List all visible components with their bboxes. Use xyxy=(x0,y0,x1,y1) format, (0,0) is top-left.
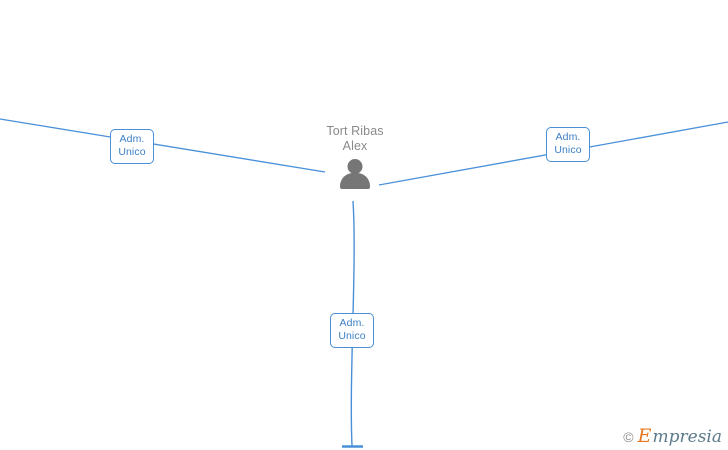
person-icon-head xyxy=(347,159,363,174)
brand-initial: E xyxy=(637,425,652,447)
person-icon-body xyxy=(340,173,370,189)
relation-label-right[interactable]: Adm. Unico xyxy=(546,127,590,162)
edge-left xyxy=(0,118,326,173)
center-person-name: Tort Ribas Alex xyxy=(326,124,384,153)
center-person-node[interactable]: Tort Ribas Alex xyxy=(310,124,400,189)
brand-name: mpresia xyxy=(652,427,723,447)
relation-label-bottom[interactable]: Adm. Unico xyxy=(330,313,374,348)
relation-label-left[interactable]: Adm. Unico xyxy=(110,129,154,164)
copyright-icon: © xyxy=(623,429,634,445)
person-icon xyxy=(338,159,372,189)
empresia-watermark: © E mpresia xyxy=(623,427,722,446)
